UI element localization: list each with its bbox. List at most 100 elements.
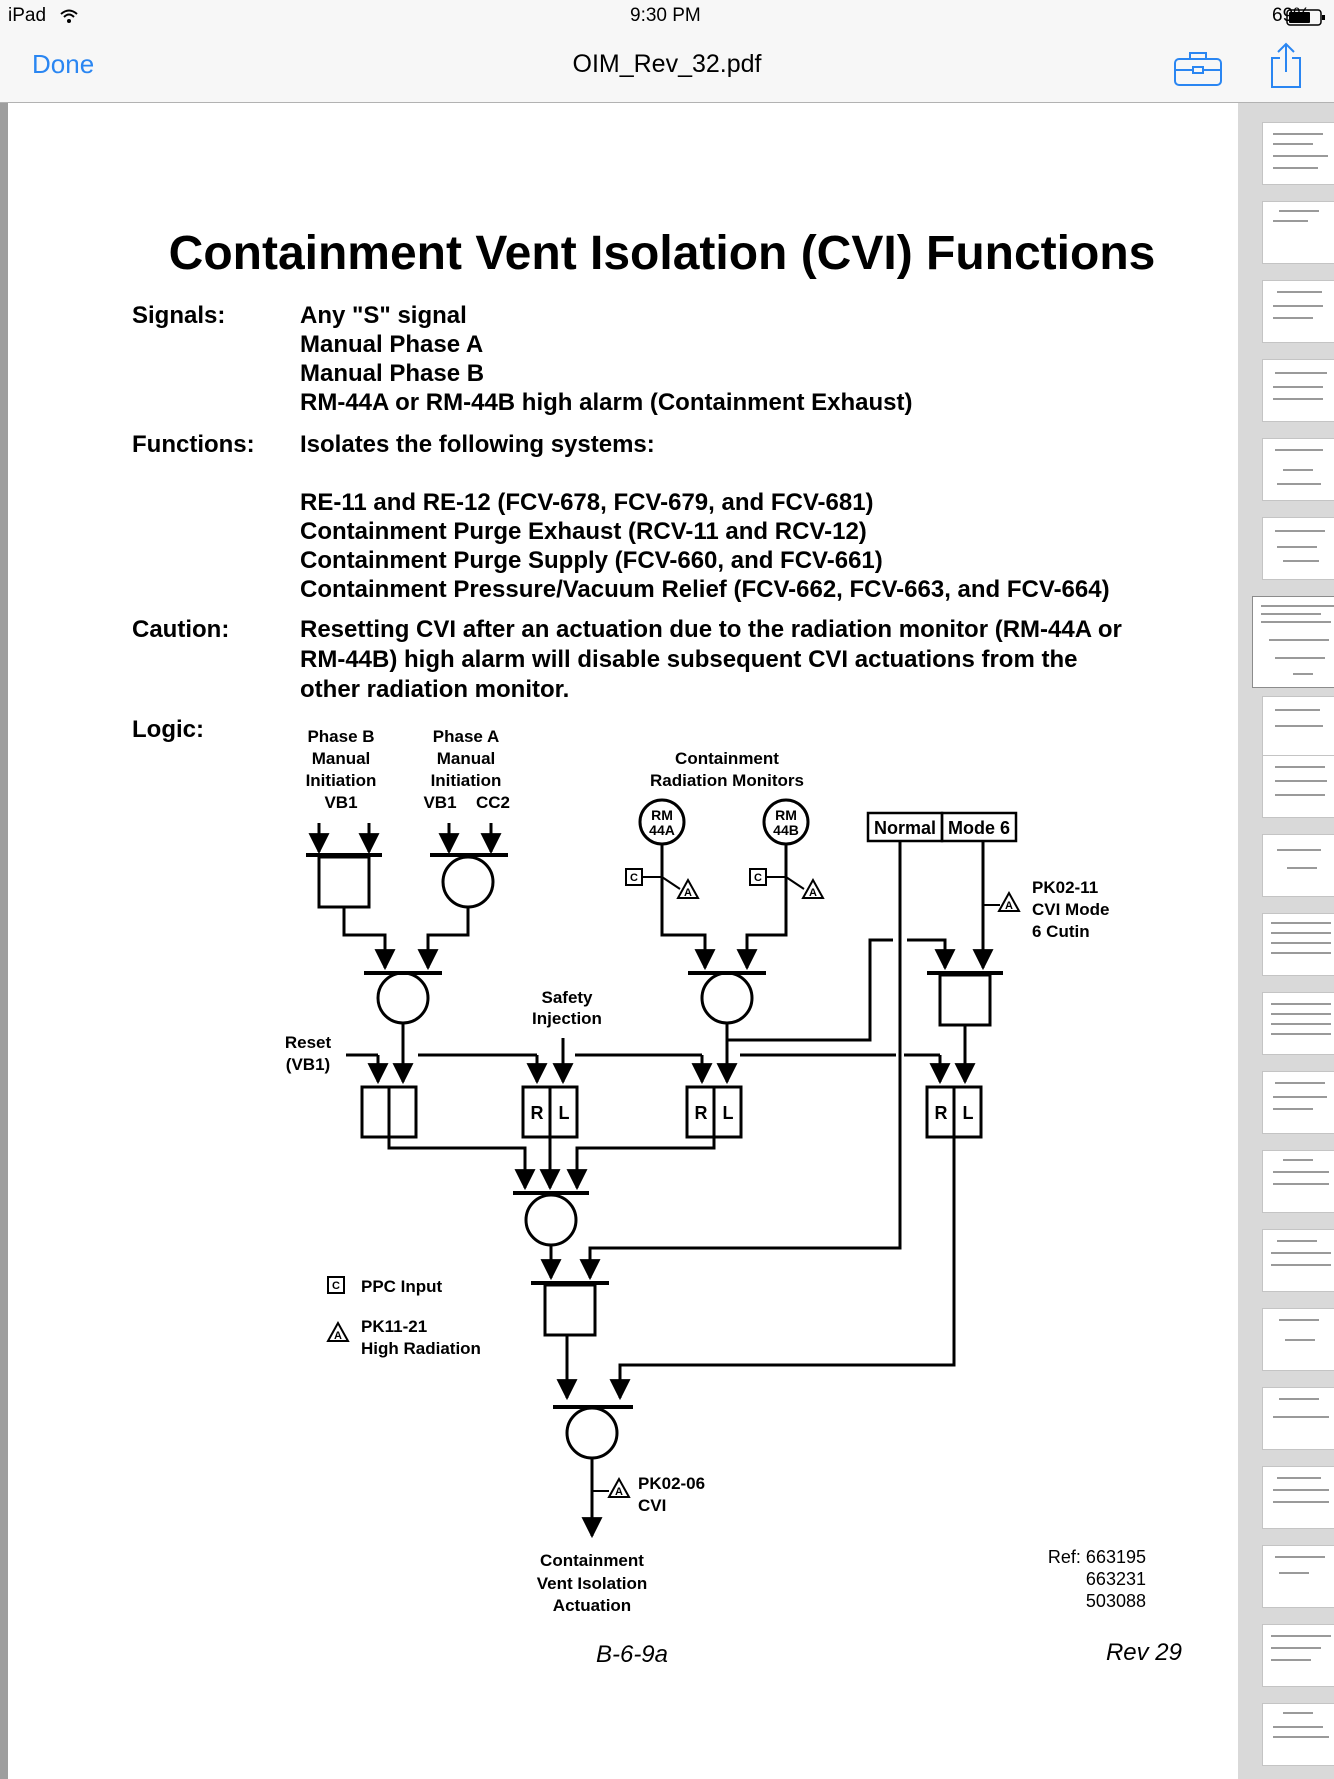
alarm-a-label: A <box>615 1486 623 1498</box>
reset-label: (VB1) <box>286 1055 330 1074</box>
functions-label: Functions: <box>132 431 255 458</box>
functions-list: RE-11 and RE-12 (FCV-678, FCV-679, and F… <box>300 488 1110 604</box>
caution-line: Resetting CVI after an actuation due to … <box>300 616 1122 643</box>
page-thumbnail[interactable] <box>1262 1703 1334 1766</box>
mode-6: Mode 6 <box>948 818 1010 838</box>
l-label: L <box>963 1103 974 1123</box>
page-edge-shadow <box>0 103 8 1779</box>
legend-pk1121: High Radiation <box>361 1339 481 1358</box>
status-bar: iPad 9:30 PM 69% <box>0 0 1334 34</box>
l-label: L <box>559 1103 570 1123</box>
ppc-c-label: C <box>754 872 762 884</box>
page-thumbnail[interactable] <box>1262 201 1334 264</box>
signal-item: RM-44A or RM-44B high alarm (Containment… <box>300 389 913 416</box>
safety-injection-label: Safety <box>541 988 593 1007</box>
page-thumbnail[interactable] <box>1262 1624 1334 1687</box>
function-item: RE-11 and RE-12 (FCV-678, FCV-679, and F… <box>300 489 874 516</box>
clock: 9:30 PM <box>630 5 701 26</box>
page-thumbnail[interactable] <box>1262 992 1334 1055</box>
page-thumbnail[interactable] <box>1262 122 1334 185</box>
r-label: R <box>935 1103 948 1123</box>
logic-label: Logic: <box>132 716 204 743</box>
ref-line: Ref: 663195 <box>1048 1547 1146 1567</box>
rm44a-label: 44A <box>649 822 675 838</box>
pk0206-label: PK02-06 <box>638 1474 705 1493</box>
signal-item: Manual Phase B <box>300 360 485 387</box>
phase-b-label: Phase B <box>307 727 374 746</box>
phase-b-label: VB1 <box>324 793 357 812</box>
page-thumbnail[interactable] <box>1262 1387 1334 1450</box>
phase-a-label: Phase A <box>433 727 499 746</box>
output-label: Containment <box>540 1551 644 1570</box>
signal-item: Any "S" signal <box>300 302 467 329</box>
signal-item: Manual Phase A <box>300 331 484 358</box>
navigation-bar: Done OIM_Rev_32.pdf <box>0 34 1334 103</box>
page-thumbnail[interactable] <box>1262 1229 1334 1292</box>
page-thumbnail[interactable] <box>1262 438 1334 501</box>
pk0206-label: CVI <box>638 1496 666 1515</box>
battery-icon <box>1286 9 1325 26</box>
r-label: R <box>695 1103 708 1123</box>
output-label: Vent Isolation <box>537 1574 648 1593</box>
alarm-a-label: A <box>684 887 692 899</box>
page-thumbnail[interactable] <box>1262 359 1334 422</box>
ref-line: 663231 <box>1086 1569 1146 1589</box>
page-thumbnail[interactable] <box>1262 517 1334 580</box>
page-thumbnail[interactable] <box>1262 755 1334 818</box>
toolbox-icon[interactable] <box>1172 47 1224 89</box>
mode-normal: Normal <box>874 818 936 838</box>
phase-a-label: Initiation <box>431 771 502 790</box>
phase-a-label: Manual <box>437 749 496 768</box>
caution-label: Caution: <box>132 616 230 643</box>
logic-diagram: Phase B Manual Initiation VB1 Phase A Ma… <box>285 727 1182 1668</box>
ppc-c-label: C <box>332 1280 340 1292</box>
signals-list: Any "S" signal Manual Phase A Manual Pha… <box>300 301 913 417</box>
rad-monitors-label: Radiation Monitors <box>650 771 804 790</box>
rm44b-label: RM <box>775 807 797 823</box>
caution-line: other radiation monitor. <box>300 676 570 703</box>
page-thumbnail[interactable] <box>1262 280 1334 343</box>
phase-a-vb1: VB1 <box>423 793 456 812</box>
ref-line: 503088 <box>1086 1591 1146 1611</box>
page-thumbnail[interactable] <box>1262 834 1334 897</box>
l-label: L <box>723 1103 734 1123</box>
wifi-icon <box>60 9 78 23</box>
share-icon[interactable] <box>1268 42 1304 90</box>
page-thumbnail[interactable] <box>1262 1150 1334 1213</box>
page-thumbnail-current[interactable] <box>1252 596 1334 688</box>
function-item: Containment Purge Supply (FCV-660, and F… <box>300 547 883 574</box>
page-thumbnail[interactable] <box>1262 696 1334 759</box>
alarm-a-label: A <box>1005 900 1013 912</box>
pk0211-label: PK02-11 <box>1032 878 1098 897</box>
function-item: Containment Pressure/Vacuum Relief (FCV-… <box>300 576 1110 603</box>
legend-ppc: PPC Input <box>361 1277 443 1296</box>
output-label: Actuation <box>553 1596 631 1615</box>
page-title: Containment Vent Isolation (CVI) Functio… <box>168 227 1156 280</box>
page-thumbnail[interactable] <box>1262 1071 1334 1134</box>
page-thumbnail[interactable] <box>1262 913 1334 976</box>
pdf-page <box>0 103 1238 1779</box>
functions-intro: Isolates the following systems: <box>300 431 655 458</box>
phase-b-label: Manual <box>312 749 371 768</box>
reset-label: Reset <box>285 1033 332 1052</box>
device-name: iPad <box>8 5 47 26</box>
safety-injection-label: Injection <box>532 1009 602 1028</box>
pk0211-label: CVI Mode <box>1032 900 1109 919</box>
done-button[interactable]: Done <box>32 49 95 79</box>
function-item: Containment Purge Exhaust (RCV-11 and RC… <box>300 518 867 545</box>
caution-line: RM-44B) high alarm will disable subseque… <box>300 646 1078 673</box>
page-thumbnail[interactable] <box>1262 1545 1334 1608</box>
thumbnail-strip[interactable] <box>1238 103 1334 1779</box>
page-code: B-6-9a <box>596 1641 668 1668</box>
alarm-a-label: A <box>334 1330 342 1342</box>
signals-label: Signals: <box>132 302 226 329</box>
page-thumbnail[interactable] <box>1262 1308 1334 1371</box>
page-thumbnail[interactable] <box>1262 1466 1334 1529</box>
rm44b-label: 44B <box>773 822 799 838</box>
r-label: R <box>531 1103 544 1123</box>
phase-b-label: Initiation <box>306 771 377 790</box>
rm44a-label: RM <box>651 807 673 823</box>
revision-label: Rev 29 <box>1106 1639 1182 1666</box>
caution-text: Resetting CVI after an actuation due to … <box>300 615 1122 705</box>
document-title: OIM_Rev_32.pdf <box>572 50 762 78</box>
